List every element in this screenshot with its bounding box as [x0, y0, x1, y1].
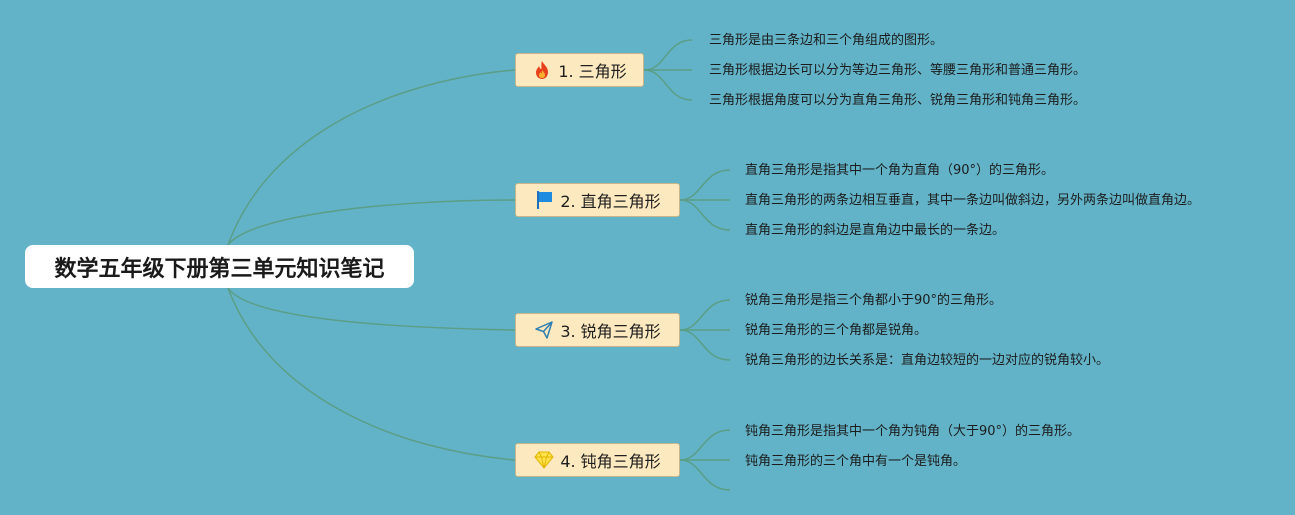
- fire-icon: [532, 60, 552, 80]
- note-2-1: 直角三角形是指其中一个角为直角（90°）的三角形。: [745, 163, 1055, 178]
- root-link-4: [227, 287, 516, 461]
- root-topic[interactable]: 数学五年级下册第三单元知识笔记: [25, 245, 414, 288]
- root-link-2: [227, 199, 516, 246]
- flag-icon: [534, 190, 554, 210]
- leaf-link-1-3: [643, 69, 693, 101]
- note-3-3: 锐角三角形的边长关系是：直角边较短的一边对应的锐角较小。: [745, 353, 1110, 368]
- note-4-2: 钝角三角形的三个角中有一个是钝角。: [745, 454, 967, 469]
- branch-topic-3[interactable]: 3. 锐角三角形: [515, 313, 680, 347]
- note-4-1: 钝角三角形是指其中一个角为钝角（大于90°）的三角形。: [745, 424, 1081, 439]
- leaf-link-4-3: [679, 459, 731, 491]
- branch-label-1: 1. 三角形: [558, 62, 627, 81]
- paper-plane-icon: [534, 320, 554, 340]
- leaf-link-2-3: [679, 199, 731, 231]
- leaf-link-3-3: [679, 329, 731, 361]
- branch-topic-1[interactable]: 1. 三角形: [515, 53, 644, 87]
- leaf-link-4-1: [679, 429, 731, 461]
- note-3-1: 锐角三角形是指三个角都小于90°的三角形。: [745, 293, 1003, 308]
- note-1-1: 三角形是由三条边和三个角组成的图形。: [709, 33, 944, 48]
- diamond-icon: [534, 450, 554, 470]
- leaf-link-3-1: [679, 299, 731, 331]
- root-link-1: [227, 69, 516, 246]
- branch-topic-4[interactable]: 4. 钝角三角形: [515, 443, 680, 477]
- leaf-link-2-1: [679, 169, 731, 201]
- root-title: 数学五年级下册第三单元知识笔记: [54, 256, 385, 282]
- leaf-link-1-1: [643, 39, 693, 71]
- root-link-3: [227, 287, 516, 331]
- branch-label-2: 2. 直角三角形: [560, 192, 661, 211]
- branch-label-4: 4. 钝角三角形: [560, 452, 661, 471]
- branch-topic-2[interactable]: 2. 直角三角形: [515, 183, 680, 217]
- note-3-2: 锐角三角形的三个角都是锐角。: [745, 323, 928, 338]
- branch-label-3: 3. 锐角三角形: [560, 322, 661, 341]
- note-2-3: 直角三角形的斜边是直角边中最长的一条边。: [745, 223, 1006, 238]
- note-1-2: 三角形根据边长可以分为等边三角形、等腰三角形和普通三角形。: [709, 63, 1087, 78]
- note-1-3: 三角形根据角度可以分为直角三角形、锐角三角形和钝角三角形。: [709, 93, 1087, 108]
- note-2-2: 直角三角形的两条边相互垂直，其中一条边叫做斜边，另外两条边叫做直角边。: [745, 193, 1201, 208]
